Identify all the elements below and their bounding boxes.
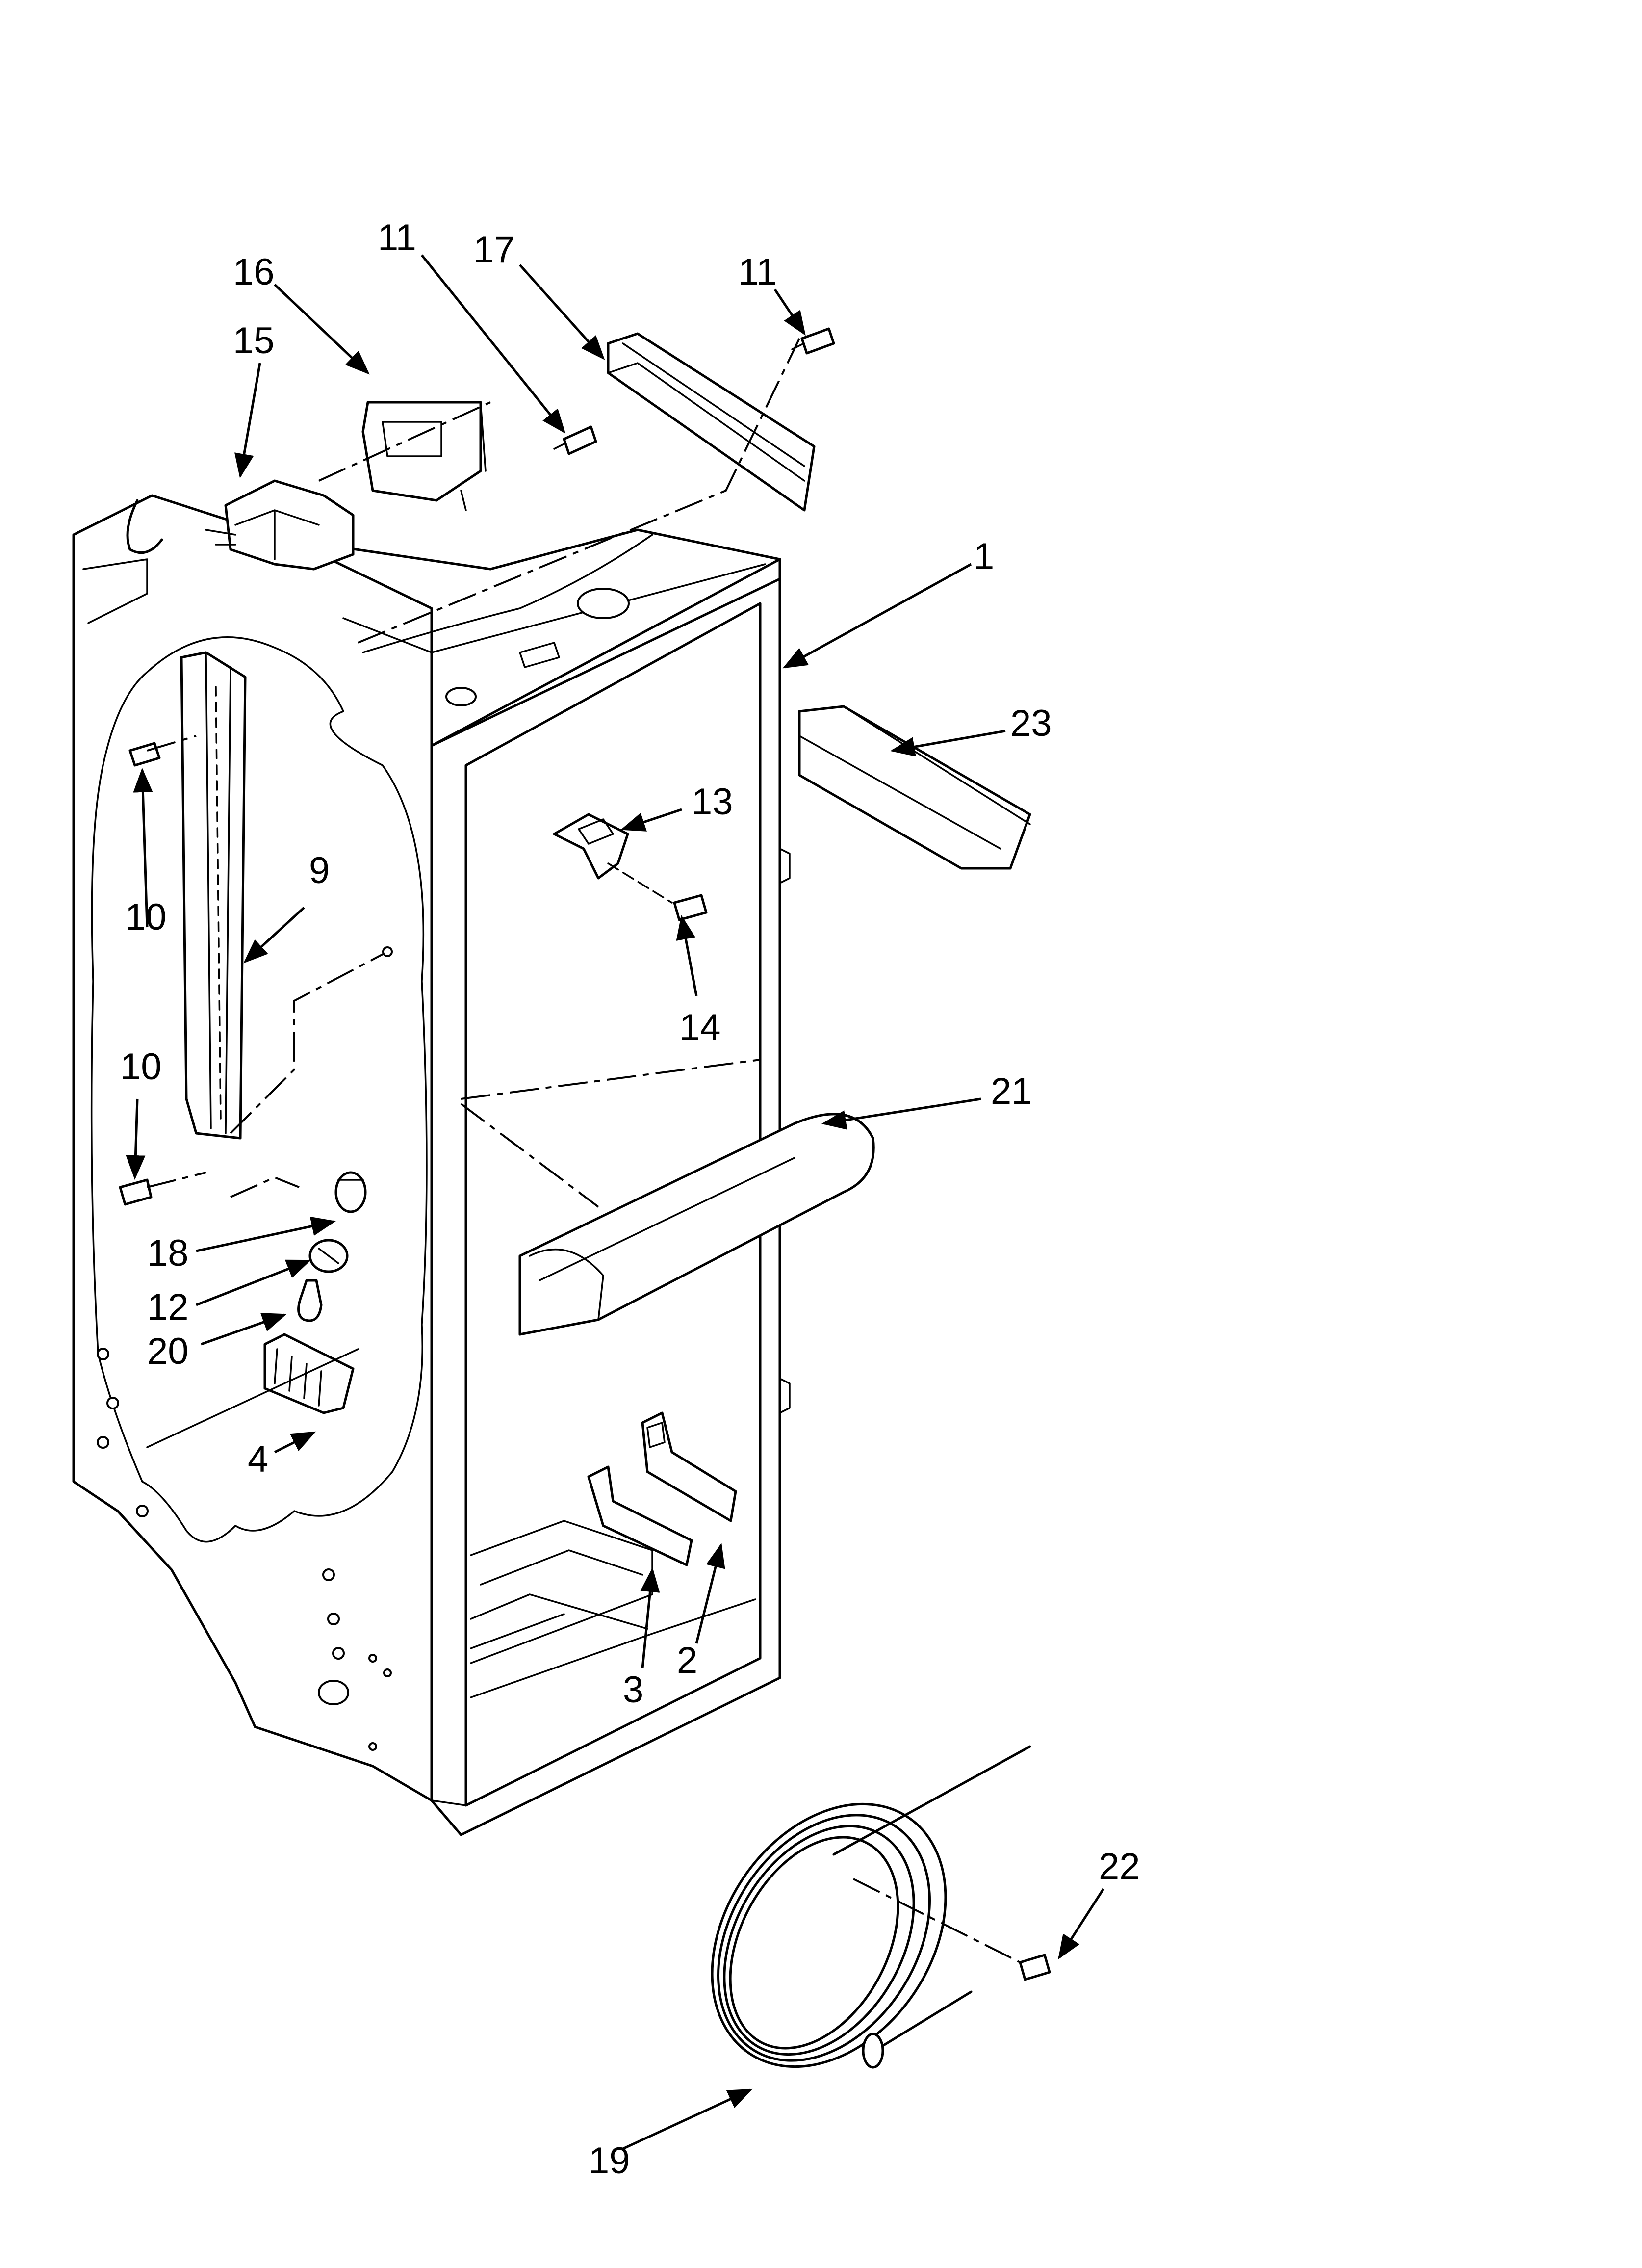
callout-21: 21: [991, 1070, 1032, 1112]
callout-17: 17: [473, 229, 515, 271]
part-2-clip: [641, 1411, 737, 1522]
part-17-top-channel: [607, 332, 816, 512]
part-16-bracket: [361, 401, 487, 511]
screw-22: [1019, 1954, 1051, 1981]
part-18-switch: [334, 1171, 367, 1213]
callout-2: 2: [677, 1640, 697, 1681]
leader-arrows: [126, 254, 1105, 2150]
screw-10-upper: [128, 742, 161, 767]
callout-9: 9: [309, 850, 330, 891]
callout-14: 14: [679, 1007, 721, 1048]
callout-11-left: 11: [378, 217, 416, 259]
callout-10-lower: 10: [120, 1046, 162, 1088]
part-19-tubing-coil: [711, 1745, 1031, 2069]
part-4-grille: [146, 1333, 359, 1448]
part-21-cover: [518, 1113, 875, 1336]
callout-labels: 16 15 11 17 11 1 23 13 14 9 10 10 21 18 …: [120, 217, 1140, 2182]
assembly-lines: [147, 338, 1021, 1963]
callout-10-upper: 10: [125, 896, 167, 938]
part-15-control-housing: [205, 479, 355, 571]
callout-12: 12: [147, 1286, 189, 1328]
cabinet-liner: [72, 494, 791, 1836]
screw-11-left: [553, 425, 597, 455]
callout-4: 4: [248, 1438, 268, 1480]
callout-16: 16: [233, 251, 275, 293]
mount-dashes: [230, 946, 393, 1198]
part-3-clip: [587, 1465, 693, 1566]
callout-18: 18: [147, 1232, 189, 1274]
callout-20: 20: [147, 1330, 189, 1372]
callout-3: 3: [623, 1669, 643, 1711]
part-12-thermostat: [308, 1239, 349, 1273]
callout-1: 1: [974, 536, 994, 577]
callout-23: 23: [1010, 703, 1052, 744]
part-20-bulb: [297, 1279, 323, 1322]
callout-13: 13: [692, 781, 733, 823]
part-9-shelf-rail: [180, 651, 247, 1140]
part-13-bracket: [553, 813, 673, 904]
screw-14: [673, 894, 708, 921]
callout-15: 15: [233, 320, 275, 362]
callout-19: 19: [589, 2140, 630, 2182]
callout-22: 22: [1099, 1846, 1140, 1887]
part-23-channel: [798, 705, 1031, 870]
screw-10-lower: [119, 1178, 153, 1206]
callout-11-right: 11: [738, 251, 777, 293]
